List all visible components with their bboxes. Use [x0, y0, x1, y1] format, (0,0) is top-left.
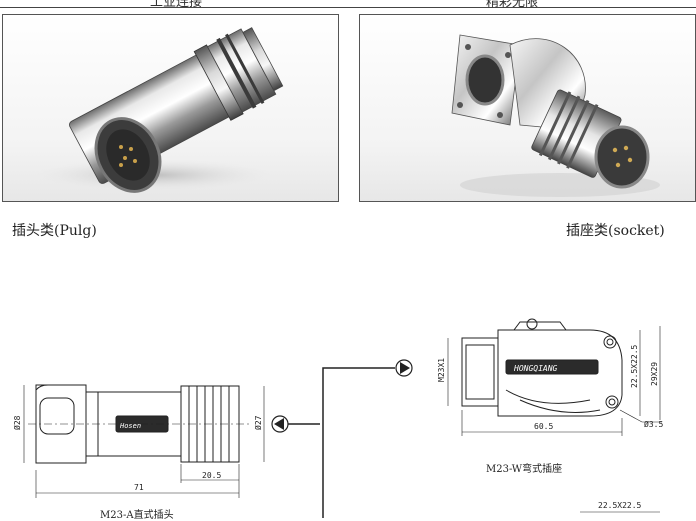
socket-drawing-title: M23-W弯式插座	[486, 464, 563, 475]
socket-dim-thread: M23X1	[437, 358, 446, 382]
header-right-caption: 精彩无限	[486, 0, 539, 10]
plug-photo	[2, 14, 339, 202]
plug-photo-drawing	[33, 27, 284, 193]
socket-dim-width: 60.5	[534, 422, 553, 431]
socket-caption: 插座类(socket)	[566, 223, 665, 239]
socket-dim-pitch-bottom: 22.5X22.5	[598, 501, 642, 510]
socket-outline	[447, 318, 662, 513]
top-divider	[0, 7, 696, 8]
plug-dim-total-length: 71	[134, 483, 144, 492]
arrow-left-icon	[271, 415, 289, 433]
plug-outline	[23, 384, 265, 498]
plug-drawing-title: M23-A直式插头	[100, 510, 174, 521]
plug-dim-diameter-right: Ø27	[253, 415, 263, 430]
plug-brand-label: Hosen	[119, 422, 141, 430]
header-left-caption: 工业连接	[150, 0, 203, 10]
socket-brand-label: HONGQIANG	[513, 364, 558, 373]
plug-dim-nut-length: 20.5	[202, 471, 221, 480]
arrow-right-icon	[395, 359, 413, 377]
socket-dim-pitch-inner: 22.5X22.5	[630, 344, 639, 388]
technical-drawing: Ø28 Ø27 20.5 71 M23X1 60.5 Ø3.5 22.5X22.…	[12, 318, 663, 518]
socket-photo-drawing	[451, 34, 660, 197]
socket-photo	[359, 14, 696, 202]
socket-dim-hole: Ø3.5	[644, 419, 663, 429]
socket-dim-pitch-outer: 29X29	[650, 362, 659, 386]
plug-dim-diameter-left: Ø28	[12, 415, 22, 430]
plug-caption: 插头类(Pulg)	[12, 223, 97, 239]
